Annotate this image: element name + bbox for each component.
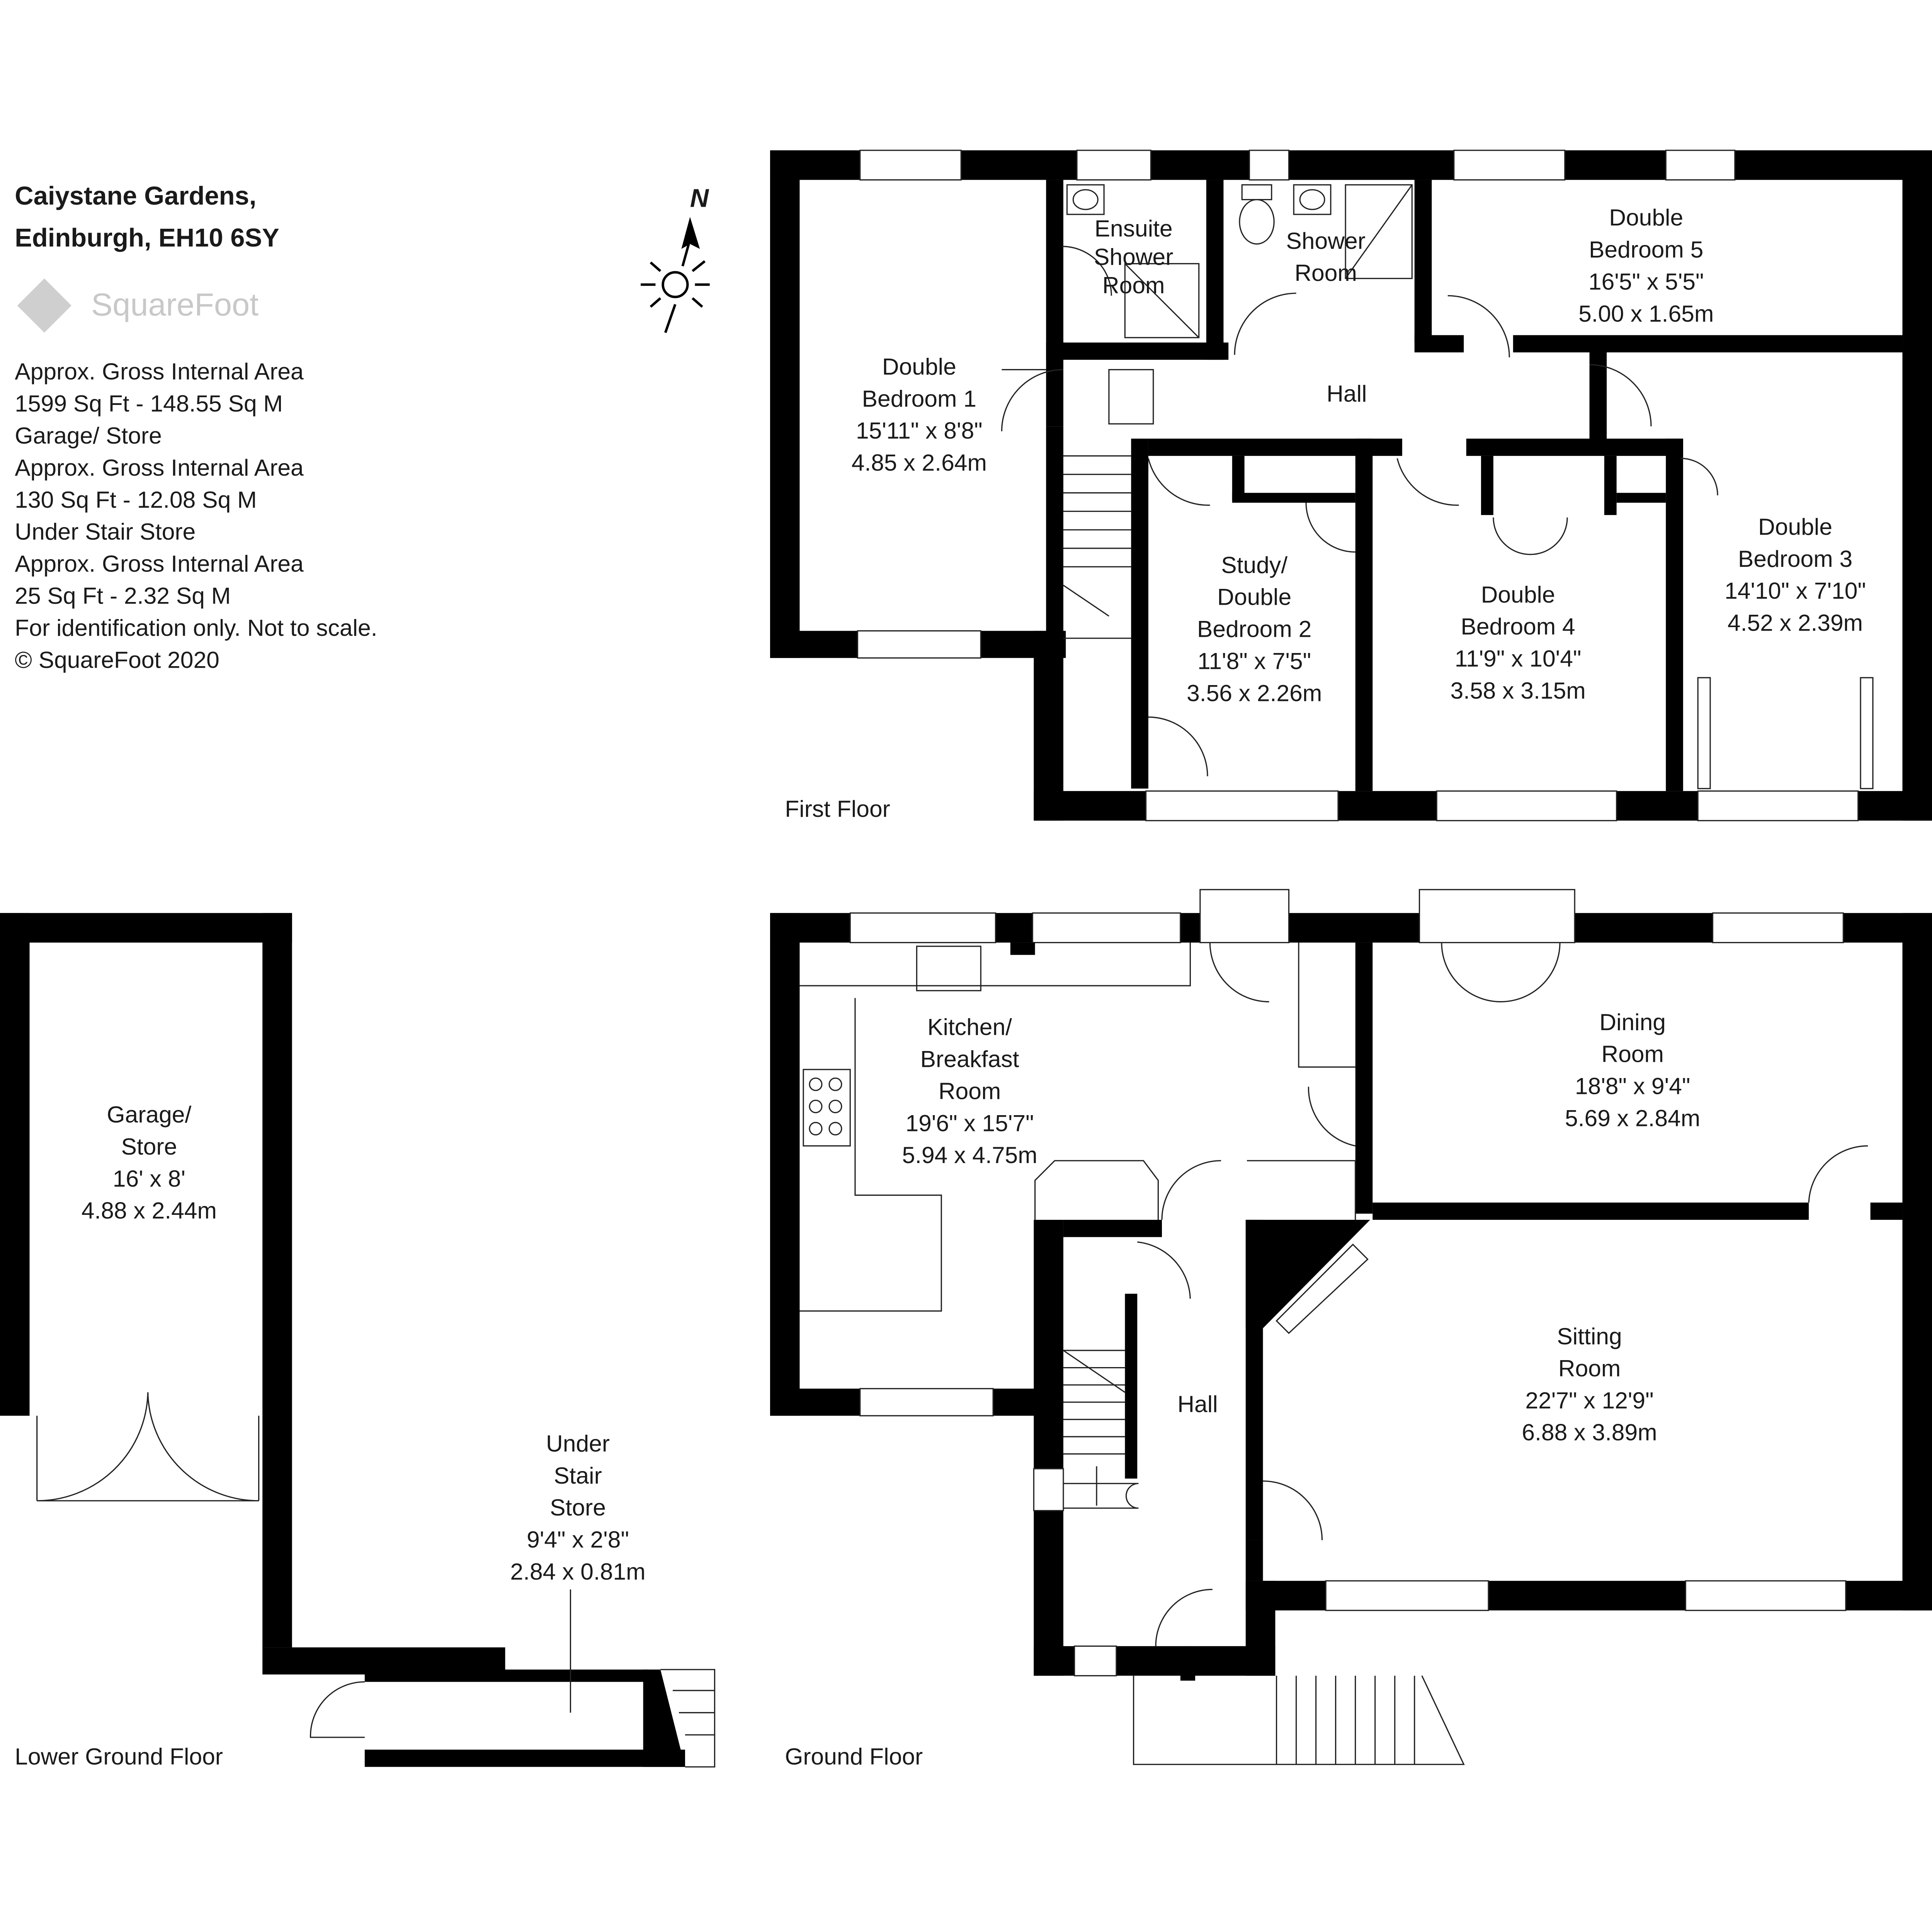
room-shower-room: Shower Room <box>1286 228 1365 286</box>
room-double-bedroom-5: Double Bedroom 5 16'5" x 5'5" 5.00 x 1.6… <box>1578 204 1714 327</box>
floor-label-lower-ground: Lower Ground Floor <box>15 1743 223 1769</box>
room-name: Shower <box>1286 228 1365 254</box>
logo-mark-icon <box>17 278 71 333</box>
info-line: Approx. Gross Internal Area <box>15 358 304 384</box>
address-line-2: Edinburgh, EH10 6SY <box>15 223 279 252</box>
room-name: Double <box>1758 514 1832 540</box>
room-under-stair-store: Under Stair Store 9'4" x 2'8" 2.84 x 0.8… <box>510 1430 645 1585</box>
room-dining-room: Dining Room 18'8" x 9'4" 5.69 x 2.84m <box>1565 1009 1700 1131</box>
address-line-1: Caiystane Gardens, <box>15 181 256 210</box>
sun-icon <box>641 260 710 333</box>
room-study-double-bedroom-2: Study/ Double Bedroom 2 11'8" x 7'5" 3.5… <box>1187 552 1322 706</box>
room-ground-hall: Hall <box>1177 1391 1218 1417</box>
info-panel: Caiystane Gardens, Edinburgh, EH10 6SY S… <box>15 181 377 673</box>
room-size-imperial: 22'7" x 12'9" <box>1525 1387 1653 1413</box>
room-name: Bedroom 3 <box>1738 546 1852 572</box>
room-name: Room <box>939 1078 1001 1104</box>
room-name: Double <box>1481 581 1555 607</box>
info-line: Garage/ Store <box>15 422 162 449</box>
room-name: Study/ <box>1221 552 1287 578</box>
room-size-imperial: 11'8" x 7'5" <box>1197 648 1311 674</box>
room-name: Room <box>1601 1041 1664 1067</box>
room-name: Shower <box>1094 244 1173 270</box>
room-name: Ensuite <box>1095 215 1173 242</box>
room-name: Bedroom 5 <box>1589 236 1703 262</box>
info-line: 130 Sq Ft - 12.08 Sq M <box>15 486 257 513</box>
room-size-metric: 5.69 x 2.84m <box>1565 1105 1700 1131</box>
room-name: Store <box>121 1133 177 1160</box>
room-name: Bedroom 2 <box>1197 616 1311 642</box>
floor-label-ground: Ground Floor <box>785 1743 923 1769</box>
info-line: For identification only. Not to scale. <box>15 614 377 641</box>
room-garage-store: Garage/ Store 16' x 8' 4.88 x 2.44m <box>82 1101 217 1224</box>
ground-floor-plan: Kitchen/ Breakfast Room 19'6" x 15'7" 5.… <box>770 889 1932 1769</box>
info-line: 25 Sq Ft - 2.32 Sq M <box>15 583 231 609</box>
room-name: Bedroom 4 <box>1461 613 1575 639</box>
room-size-imperial: 15'11" x 8'8" <box>856 417 983 444</box>
room-size-metric: 6.88 x 3.89m <box>1522 1419 1657 1446</box>
info-line: 1599 Sq Ft - 148.55 Sq M <box>15 390 283 417</box>
room-size-metric: 3.56 x 2.26m <box>1187 680 1322 706</box>
brand-name: SquareFoot <box>91 286 259 322</box>
lower-ground-floor-plan: Garage/ Store 16' x 8' 4.88 x 2.44m Unde… <box>0 913 716 1769</box>
room-name: Double <box>1217 584 1291 610</box>
room-name: Bedroom 1 <box>862 385 976 412</box>
info-line: Approx. Gross Internal Area <box>15 551 304 577</box>
room-size-imperial: 18'8" x 9'4" <box>1575 1073 1690 1099</box>
room-name: Store <box>550 1494 606 1520</box>
north-label: N <box>690 184 709 213</box>
room-sitting-room: Sitting Room 22'7" x 12'9" 6.88 x 3.89m <box>1522 1323 1657 1446</box>
room-double-bedroom-3: Double Bedroom 3 14'10" x 7'10" 4.52 x 2… <box>1725 514 1866 636</box>
brand-logo: SquareFoot <box>17 278 259 333</box>
room-size-imperial: 14'10" x 7'10" <box>1725 578 1866 604</box>
room-name: Under <box>546 1430 610 1456</box>
room-first-hall: Hall <box>1327 381 1367 407</box>
room-size-imperial: 11'9" x 10'4" <box>1455 645 1582 672</box>
basin-icon <box>1066 184 1332 215</box>
floor-label-first: First Floor <box>785 796 890 822</box>
room-size-metric: 2.84 x 0.81m <box>510 1558 645 1585</box>
room-name: Sitting <box>1557 1323 1622 1349</box>
room-size-imperial: 9'4" x 2'8" <box>527 1526 629 1553</box>
room-size-imperial: 16' x 8' <box>113 1165 185 1192</box>
room-name: Garage/ <box>107 1101 191 1128</box>
room-double-bedroom-4: Double Bedroom 4 11'9" x 10'4" 3.58 x 3.… <box>1450 581 1585 704</box>
first-floor-plan: Double Bedroom 1 15'11" x 8'8" 4.85 x 2.… <box>770 150 1932 822</box>
room-size-imperial: 16'5" x 5'5" <box>1588 268 1704 294</box>
room-kitchen-breakfast: Kitchen/ Breakfast Room 19'6" x 15'7" 5.… <box>902 1014 1037 1168</box>
room-name: Double <box>882 353 956 379</box>
room-size-metric: 3.58 x 3.15m <box>1450 677 1585 704</box>
entrance-arrow-icon <box>1170 1646 1205 1681</box>
room-name: Breakfast <box>920 1046 1019 1072</box>
room-size-imperial: 19'6" x 15'7" <box>905 1110 1034 1136</box>
info-line: Approx. Gross Internal Area <box>15 454 304 481</box>
shower-tray-icon <box>1124 184 1413 338</box>
room-size-metric: 4.52 x 2.39m <box>1728 610 1863 636</box>
room-name: Room <box>1294 260 1357 286</box>
room-name: Dining <box>1599 1009 1666 1035</box>
room-size-metric: 5.94 x 4.75m <box>902 1142 1037 1168</box>
room-name: Stair <box>554 1462 602 1488</box>
toilet-icon <box>1239 184 1275 245</box>
info-line: Under Stair Store <box>15 519 196 545</box>
room-double-bedroom-1: Double Bedroom 1 15'11" x 8'8" 4.85 x 2.… <box>852 353 987 476</box>
room-size-metric: 4.85 x 2.64m <box>852 449 987 476</box>
room-size-metric: 4.88 x 2.44m <box>82 1197 217 1224</box>
north-arrow-icon <box>681 217 700 249</box>
info-line: © SquareFoot 2020 <box>15 646 219 673</box>
room-ensuite-shower-room: Ensuite Shower Room <box>1094 215 1173 298</box>
room-name: Room <box>1102 272 1165 298</box>
compass: N <box>641 184 710 333</box>
room-name: Kitchen/ <box>927 1014 1012 1040</box>
room-size-metric: 5.00 x 1.65m <box>1578 300 1714 327</box>
room-name: Double <box>1609 204 1683 231</box>
room-name: Room <box>1558 1355 1621 1381</box>
